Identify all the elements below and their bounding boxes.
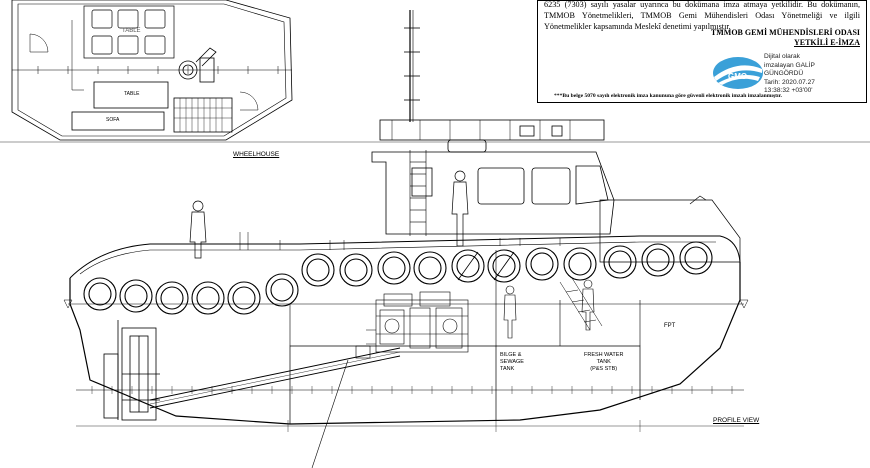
wheelhouse-plan — [11, 0, 293, 141]
fender-tires-upper — [301, 241, 713, 287]
stamp-footer: ***Bu belge 5070 sayılı elektronik imza … — [554, 93, 782, 99]
fw-line: TANK — [596, 359, 611, 365]
stamp-body-text: 6235 (7303) sayılı yasalar uyarınca bu d… — [544, 0, 860, 31]
engine — [366, 291, 469, 353]
fw-line: FRESH WATER — [584, 352, 624, 358]
propeller-shaft — [149, 347, 401, 409]
signer-line: imzalayan GALİP — [764, 61, 815, 69]
bilge-line: SEWAGE — [500, 359, 524, 365]
label-table: TABLE — [124, 91, 140, 97]
label-table-top: TABLE — [122, 28, 141, 34]
profile-view — [63, 10, 749, 468]
e-signature-stamp: 6235 (7303) sayılı yasalar uyarınca bu d… — [537, 0, 867, 103]
gmo-logo: GMO — [713, 57, 763, 89]
signer-line: GÜNGÖRDÜ — [764, 70, 804, 78]
stamp-org-line1: TMMOB GEMİ MÜHENDİSLERİ ODASI — [710, 28, 860, 37]
label-sofa: SOFA — [106, 117, 120, 123]
rudder-nozzle — [103, 320, 160, 421]
label-bilge-tank: BILGE & SEWAGE TANK — [500, 352, 524, 373]
bilge-line: BILGE & — [500, 352, 522, 358]
label-fpt: FPT — [664, 323, 676, 329]
gmo-logo-text: GMO — [728, 72, 747, 81]
stamp-signer: Dijital olarak imzalayan GALİP GÜNGÖRDÜ … — [764, 53, 815, 96]
stamp-organization: TMMOB GEMİ MÜHENDİSLERİ ODASI YETKİLİ E-… — [680, 28, 860, 48]
label-profile-view: PROFILE VIEW — [713, 417, 760, 424]
hold-figure — [581, 279, 595, 331]
crew-figure — [451, 170, 469, 247]
signer-line: 13:38:32 +03'00' — [764, 87, 813, 95]
stamp-org-line2: YETKİLİ E-İMZA — [793, 38, 860, 47]
label-fresh-water-tank: FRESH WATER TANK (P&S STB) — [584, 352, 623, 373]
label-wheelhouse: WHEELHOUSE — [233, 151, 280, 158]
bilge-line: TANK — [500, 366, 515, 372]
signer-line: Tarih: 2020.07.27 — [764, 78, 815, 86]
signer-line: Dijital olarak — [764, 53, 800, 60]
fender-tires-lower — [83, 273, 299, 315]
engine-room-figure — [503, 285, 517, 339]
fw-line: (P&S STB) — [590, 366, 618, 372]
aft-crew-figure — [189, 200, 207, 259]
